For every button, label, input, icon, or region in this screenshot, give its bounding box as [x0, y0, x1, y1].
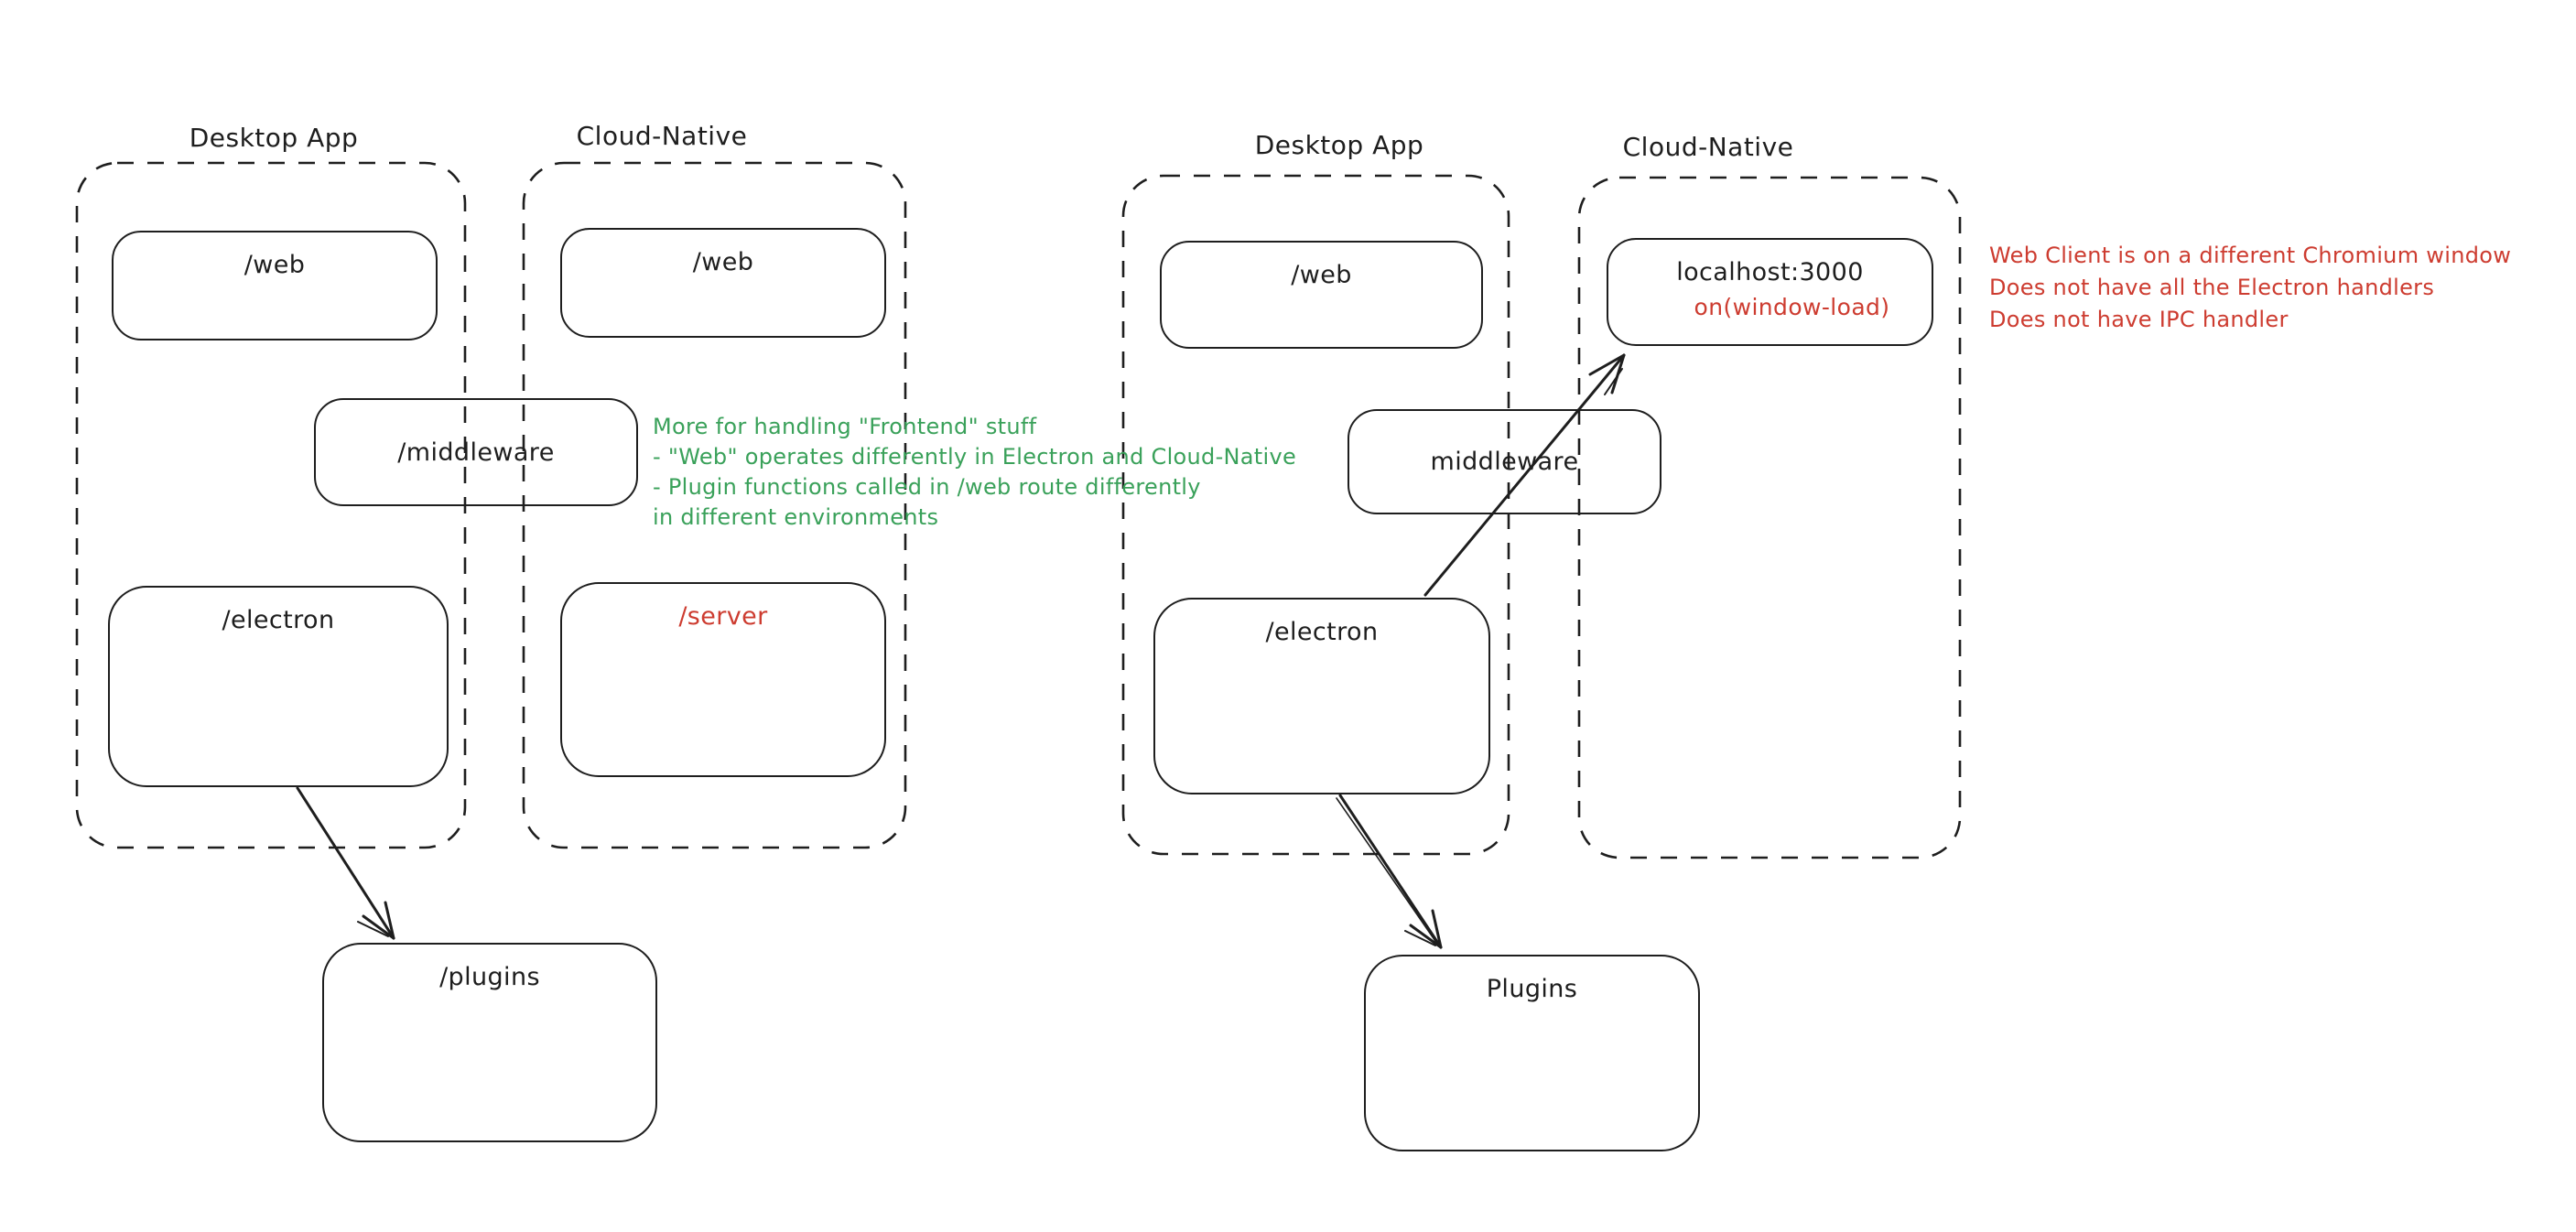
left-web-cloud-label: /web [692, 248, 754, 276]
right-electron-label: /electron [1265, 618, 1379, 646]
green-annotation-line: - Plugin functions called in /web route … [653, 474, 1201, 500]
left-server-label: /server [678, 602, 768, 631]
right-desktop-app-title: Desktop App [1254, 130, 1424, 160]
left-plugins-label: /plugins [439, 963, 540, 991]
red-annotation-line: Web Client is on a different Chromium wi… [1989, 243, 2512, 268]
left-web-desktop-label: /web [244, 251, 306, 279]
right-web-desktop-label: /web [1291, 261, 1352, 289]
red-annotation-line: Does not have all the Electron handlers [1989, 275, 2435, 300]
red-annotation: Web Client is on a different Chromium wi… [1989, 240, 2511, 336]
red-annotation-line: Does not have IPC handler [1989, 307, 2289, 332]
right-localhost-box: localhost:3000 on(window-load) [1607, 238, 1933, 346]
left-middleware-label: /middleware [397, 438, 555, 467]
arrow-electron-to-plugins-right [1336, 794, 1443, 949]
right-localhost-sublabel: on(window-load) [1694, 294, 1890, 320]
arrow-electron-to-plugins-left [296, 786, 395, 940]
left-middleware-box: /middleware [314, 398, 638, 506]
right-web-desktop-box: /web [1160, 241, 1483, 349]
green-annotation: More for handling "Frontend" stuff - "We… [653, 412, 1296, 533]
right-electron-box: /electron [1153, 598, 1490, 794]
left-plugins-box: /plugins [322, 943, 657, 1142]
right-plugins-box: Plugins [1364, 955, 1700, 1151]
left-desktop-app-title: Desktop App [189, 123, 359, 153]
right-middleware-box: middleware [1348, 409, 1661, 514]
left-electron-label: /electron [222, 606, 335, 634]
left-web-cloud-box: /web [560, 228, 886, 338]
left-server-box: /server [560, 582, 886, 777]
right-plugins-label: Plugins [1486, 975, 1578, 1003]
right-middleware-label: middleware [1430, 448, 1579, 476]
right-cloud-native-title: Cloud-Native [1622, 132, 1794, 162]
green-annotation-line: - "Web" operates differently in Electron… [653, 444, 1297, 470]
green-annotation-line: More for handling "Frontend" stuff [653, 414, 1037, 439]
right-localhost-label: localhost:3000 [1676, 258, 1864, 286]
left-cloud-native-title: Cloud-Native [576, 121, 748, 151]
left-electron-box: /electron [108, 586, 449, 787]
left-web-desktop-box: /web [112, 231, 438, 340]
green-annotation-line: in different environments [653, 504, 939, 530]
